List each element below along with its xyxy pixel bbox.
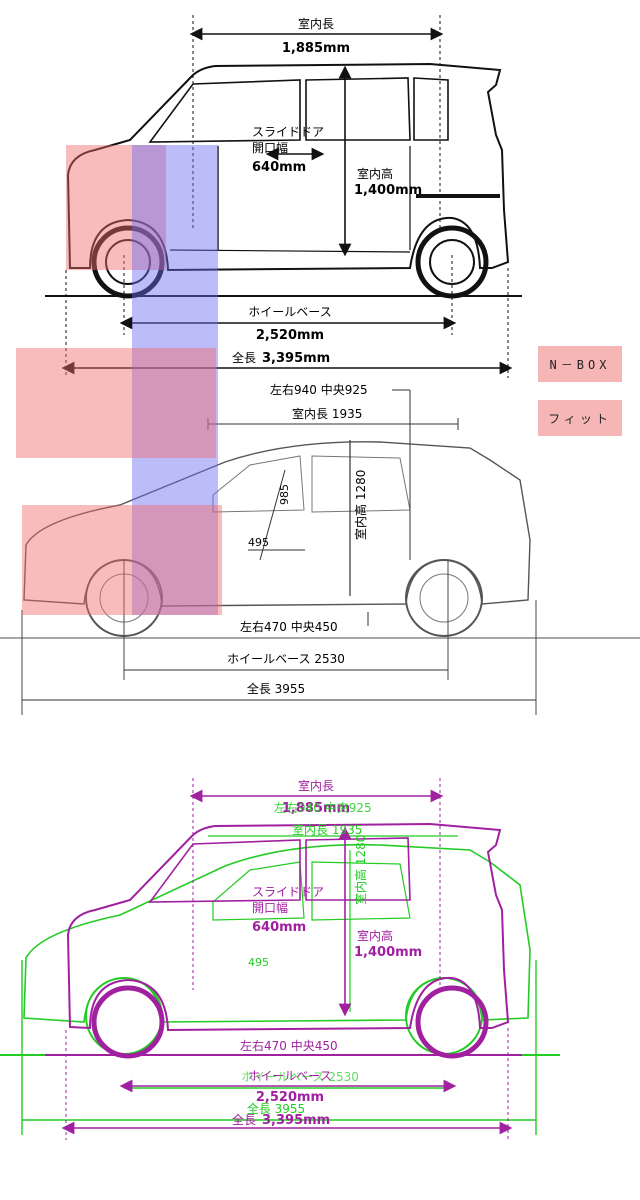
- overlay-fit-interior-length: 室内長 1935: [292, 822, 362, 837]
- overlay-nbox-slide-door-value: 640mm: [252, 920, 306, 935]
- nbox-slide-door-value: 640mm: [252, 160, 306, 175]
- fit-drawing: [0, 389, 640, 715]
- nbox-wheelbase-label: ホイールベース: [248, 305, 331, 319]
- overlay-nbox-slide-door-label-1: スライドドア: [252, 885, 324, 899]
- overlay-fit-lower-note: 左右470 中央450: [240, 1038, 338, 1053]
- fit-interior-length: 室内長 1935: [292, 406, 362, 421]
- nbox-drawing: [45, 15, 522, 378]
- overlay-nbox-interior-height-label: 室内高: [357, 928, 393, 943]
- overlay-nbox-purple: [45, 778, 522, 1140]
- overlay-nbox-interior-height-value: 1,400mm: [354, 945, 422, 960]
- nbox-interior-length-label: 室内長: [298, 16, 334, 31]
- fit-width-note: 左右940 中央925: [270, 382, 368, 397]
- legend-fit: フィット: [538, 400, 622, 436]
- overlay-fit-width-note: 左右940 中央925: [274, 800, 372, 815]
- overlay-nbox-interior-length-value: 1,885mm: [282, 801, 350, 816]
- overlay-nbox-slide-door-label-2: 開口幅: [252, 900, 288, 915]
- nbox-interior-height-value: 1,400mm: [354, 183, 422, 198]
- fit-dim-985: 985: [278, 484, 291, 505]
- nbox-overall-length-value: 3,395mm: [262, 351, 330, 366]
- fit-interior-height: 室内高 1280: [353, 470, 368, 540]
- overlay-nbox-interior-length-label: 室内長: [298, 778, 334, 793]
- nbox-slide-door-label-2: 開口幅: [252, 140, 288, 155]
- nbox-slide-door-label-1: スライドドア: [252, 125, 324, 139]
- overlay-nbox-wheelbase-label: ホイールベース: [248, 1069, 331, 1083]
- nbox-interior-length-value: 1,885mm: [282, 41, 350, 56]
- overlay-nbox-overall-length-label: 全長: [232, 1112, 256, 1127]
- overlay-fit-dim-495: 495: [248, 956, 269, 969]
- overlay-nbox-overall-length-value: 3,395mm: [262, 1113, 330, 1128]
- overlay-nbox-wheelbase-value: 2,520mm: [256, 1090, 324, 1105]
- fit-wheelbase: ホイールベース 2530: [227, 652, 345, 666]
- fit-overall-length: 全長 3955: [247, 681, 305, 696]
- nbox-overall-length-label: 全長: [232, 350, 256, 365]
- highlight-zones: [16, 145, 222, 615]
- nbox-wheelbase-value: 2,520mm: [256, 328, 324, 343]
- legend-nbox: N－BOX: [538, 346, 622, 382]
- fit-dim-495: 495: [248, 536, 269, 549]
- overlay-fit-interior-height: 室内高 1280: [353, 835, 368, 905]
- fit-lower-note: 左右470 中央450: [240, 619, 338, 634]
- overlay-fit-wheelbase: ホイールベース 2530: [241, 1070, 359, 1084]
- overlay-fit-overall-length: 全長 3955: [247, 1101, 305, 1116]
- nbox-interior-height-label: 室内高: [357, 166, 393, 181]
